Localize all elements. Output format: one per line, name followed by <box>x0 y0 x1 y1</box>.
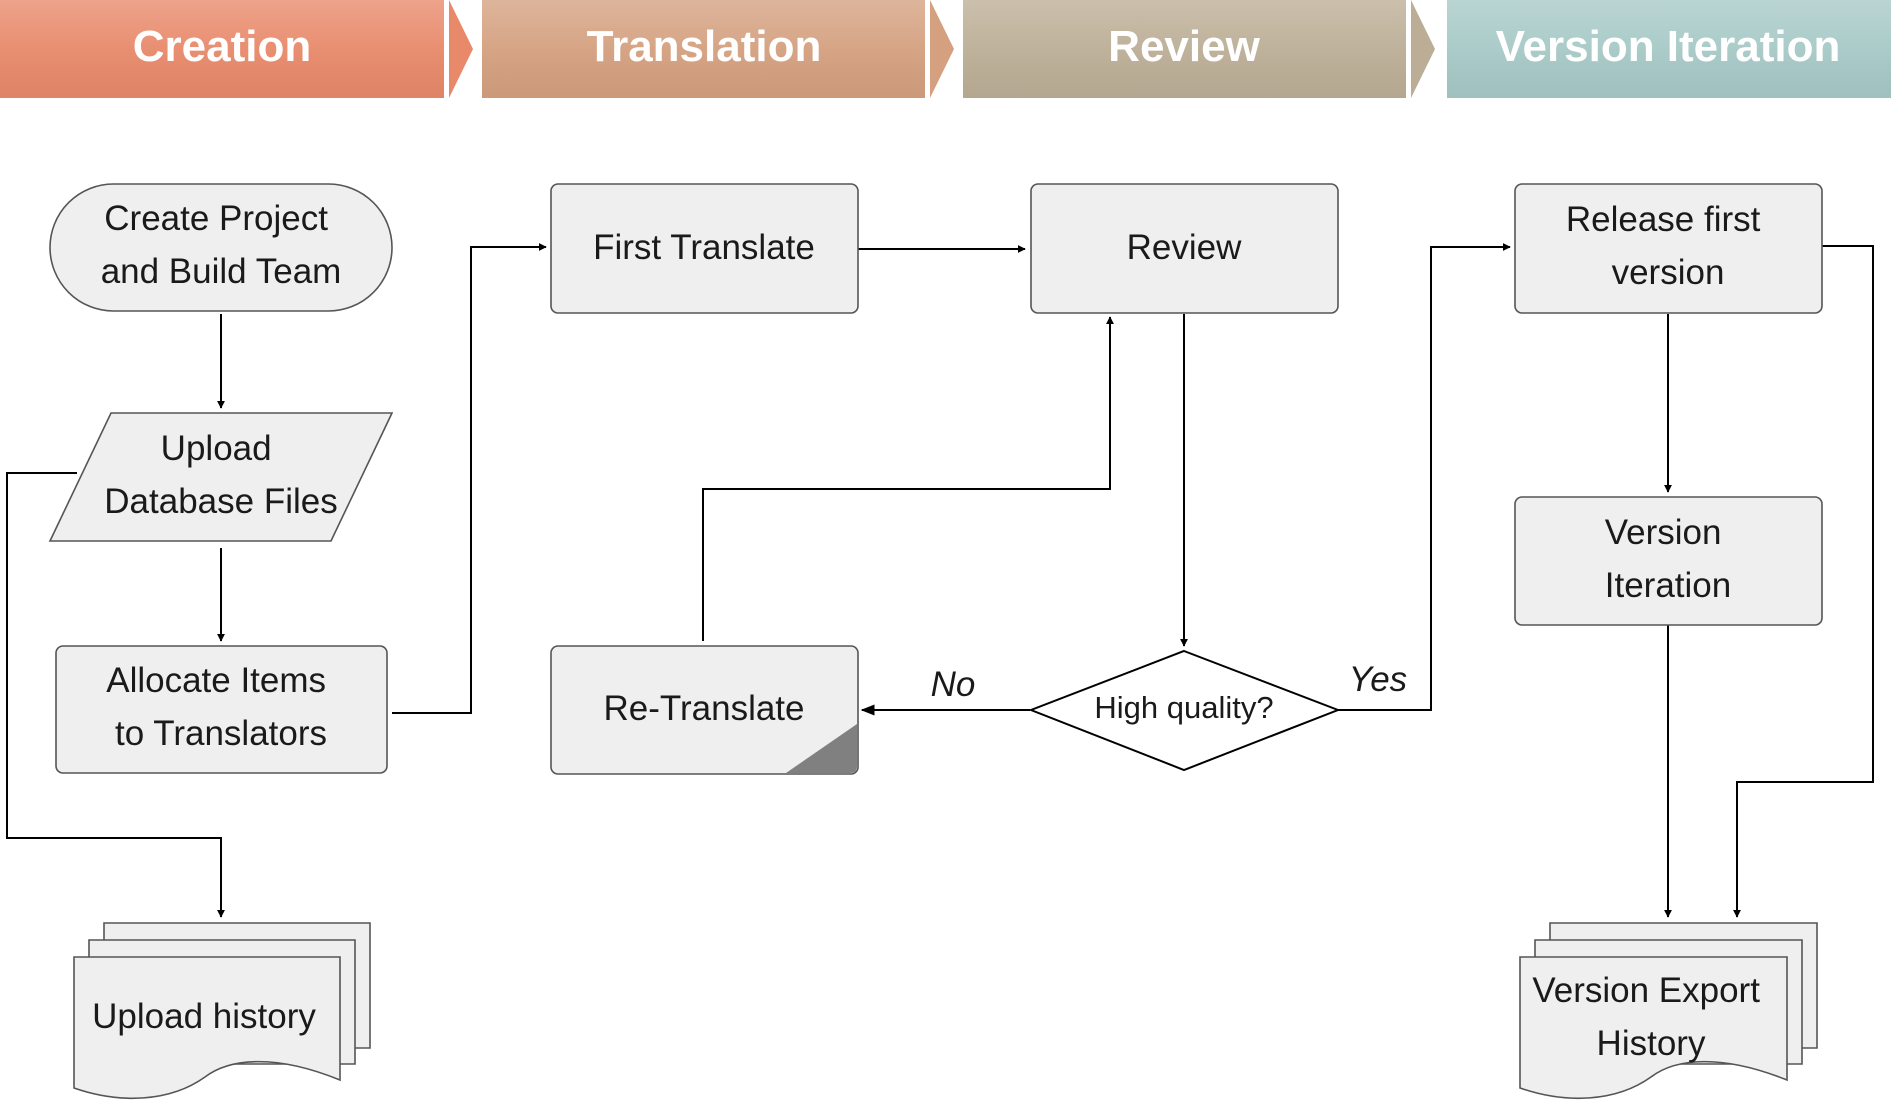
node-upload-files-line1: Upload <box>161 429 272 468</box>
edge-allocate-to-first-translate <box>392 243 547 714</box>
node-upload-files-line2: Database Files <box>104 482 337 521</box>
node-review-label: Review <box>1127 228 1242 267</box>
node-upload-database-files: Upload Database Files <box>48 412 394 542</box>
edge-retranslate-to-review <box>702 316 1114 641</box>
edge-upload-to-history <box>6 472 225 918</box>
svg-text:Version Export History: Version Export History <box>1532 971 1769 1063</box>
phase-creation-label: Creation <box>133 22 311 71</box>
node-version-export-line2: History <box>1597 1024 1706 1063</box>
node-release-first-version: Release first version <box>1514 183 1823 314</box>
phase-header: Creation Translation Review Version Iter… <box>0 0 1891 98</box>
label-yes: Yes <box>1349 660 1407 699</box>
node-allocate-items: Allocate Items to Translators <box>55 645 388 774</box>
node-version-export-history: Version Export History <box>1519 922 1818 1100</box>
re-translate-fold-corner <box>786 724 857 773</box>
phase-review: Review <box>963 0 1435 98</box>
node-allocate-items-line1: Allocate Items <box>106 661 326 700</box>
phase-review-chevron <box>1411 0 1435 98</box>
svg-text:Version Iteration: Version Iteration <box>1605 513 1731 605</box>
node-create-project-line2: and Build Team <box>101 252 342 291</box>
edge-release-to-export <box>1733 245 1874 918</box>
node-high-quality-decision: High quality? <box>1028 649 1341 772</box>
svg-text:Create Project and Build: Create Project and Build Team <box>101 199 342 291</box>
phase-review-label: Review <box>1108 22 1260 71</box>
node-version-iteration-line1: Version <box>1605 513 1722 552</box>
node-version-export-line1: Version Export <box>1532 971 1760 1010</box>
node-create-project: Create Project and Build Team <box>49 183 393 312</box>
label-no: No <box>931 665 976 704</box>
svg-text:Upload Database Files: Upload Database Files <box>104 429 337 521</box>
node-first-translate: First Translate <box>550 183 859 314</box>
node-create-project-line1: Create Project <box>104 199 328 238</box>
node-upload-history: Upload history <box>73 922 371 1100</box>
node-release-first-line2: version <box>1612 253 1725 292</box>
phase-translation-label: Translation <box>587 22 822 71</box>
node-first-translate-label: First Translate <box>593 228 815 267</box>
phase-creation-chevron <box>449 0 473 98</box>
connectors <box>6 243 1874 918</box>
phase-version-iteration-label: Version Iteration <box>1496 22 1841 71</box>
node-review: Review <box>1030 183 1339 314</box>
phase-version-iteration: Version Iteration <box>1447 0 1891 98</box>
node-re-translate-label: Re-Translate <box>604 689 805 728</box>
phase-translation: Translation <box>482 0 954 98</box>
node-re-translate: Re-Translate <box>550 645 859 775</box>
node-high-quality-label: High quality? <box>1094 690 1273 725</box>
node-allocate-items-line2: to Translators <box>115 714 327 753</box>
phase-creation: Creation <box>0 0 473 98</box>
node-release-first-line1: Release first <box>1566 200 1761 239</box>
svg-text:Release first version: Release first version <box>1566 200 1770 292</box>
edge-decision-yes-to-release <box>1338 243 1511 711</box>
svg-text:Allocate Items to Transl: Allocate Items to Translators <box>106 661 336 753</box>
phase-translation-chevron <box>930 0 954 98</box>
node-version-iteration-line2: Iteration <box>1605 566 1731 605</box>
node-upload-history-label: Upload history <box>92 997 316 1036</box>
node-version-iteration: Version Iteration <box>1514 496 1823 626</box>
